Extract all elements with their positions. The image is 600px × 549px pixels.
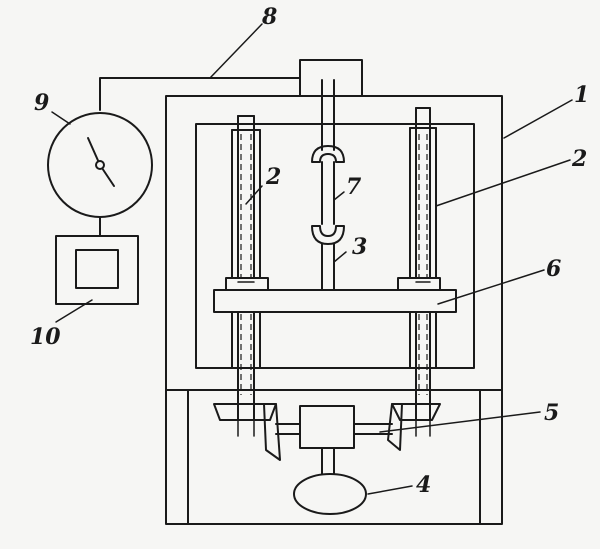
cable-line <box>99 77 301 111</box>
label-crossbeam: 6 <box>546 256 561 282</box>
label-guide-column: 2 <box>265 164 281 190</box>
load-cell-block <box>299 59 363 97</box>
label-recorder: 10 <box>30 324 61 350</box>
crossbeam <box>213 277 457 313</box>
label-frame: 1 <box>574 82 589 108</box>
label-rod: 3 <box>352 234 367 260</box>
label-gearbox: 5 <box>544 400 559 426</box>
bevel-gears <box>213 403 441 461</box>
leader-lines <box>51 23 573 495</box>
motor <box>293 473 367 515</box>
label-cable: 8 <box>261 4 277 30</box>
recorder-box <box>55 216 139 305</box>
label-guide-column-right: 2 <box>571 146 587 172</box>
left-guide-column <box>231 115 261 421</box>
label-gauge: 9 <box>34 90 49 116</box>
label-specimen-grip: 7 <box>346 174 362 200</box>
rod-and-grips <box>311 79 345 291</box>
gearbox <box>275 405 393 475</box>
number-labels: 1 2 2 3 4 5 6 7 8 9 10 <box>30 4 589 498</box>
label-motor: 4 <box>416 472 431 498</box>
right-guide-column <box>409 107 437 421</box>
gauge-dial <box>47 112 153 218</box>
